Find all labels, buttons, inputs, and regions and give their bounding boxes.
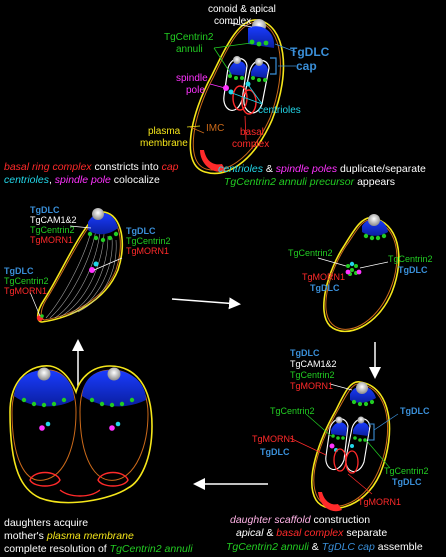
caption-left: basal ring complex constricts into cap c… [4, 161, 179, 186]
label-br-cam: TgCAM1&2 [290, 359, 337, 369]
svg-text:TgCentrin2 annuli precursor ap: TgCentrin2 annuli precursor appears [224, 176, 395, 188]
svg-text:centrioles & spindle poles dup: centrioles & spindle poles duplicate/sep… [218, 163, 426, 175]
label-cap: cap [296, 59, 317, 73]
svg-text:daughters acquire: daughters acquire [4, 517, 88, 529]
label-br-dlc-l: TgDLC [260, 447, 290, 457]
arrow-right [171, 297, 241, 310]
label-right-dlc: TgDLC [310, 283, 340, 293]
label-left-cam: TgCAM1&2 [30, 215, 77, 225]
caption-bottom-left: daughters acquire mother's plasma membra… [4, 517, 193, 555]
label-left-b-morn: TgMORN1 [4, 286, 47, 296]
label-left-r-cen: TgCentrin2 [126, 236, 171, 246]
svg-text:centrioles, spindle pole coloc: centrioles, spindle pole colocalize [4, 174, 160, 186]
label-left-cen: TgCentrin2 [30, 225, 75, 235]
top-cell [186, 19, 297, 175]
label-left-r-morn: TgMORN1 [126, 246, 169, 256]
label-spindle-1: spindle [176, 73, 208, 84]
svg-text:TgCentrin2 annuli & TgDLC cap: TgCentrin2 annuli & TgDLC cap assemble [226, 541, 423, 553]
label-br-morn-l: TgMORN1 [252, 434, 295, 444]
svg-text:basal ring complex constricts: basal ring complex constricts into cap [4, 161, 179, 173]
label-left-r-dlc: TgDLC [126, 226, 156, 236]
right-cell [317, 214, 400, 333]
label-spindle-2: pole [186, 85, 205, 96]
bottom-left-cell [9, 365, 153, 504]
bottom-right-cell [289, 381, 399, 512]
label-plasma-1: plasma [148, 126, 181, 137]
label-br-dlc-r2: TgDLC [392, 477, 422, 487]
label-basal-2: complex [232, 139, 269, 150]
label-right-cen-r: TgCentrin2 [388, 254, 433, 264]
label-br-morn: TgMORN1 [290, 381, 333, 391]
label-tgdlc: TgDLC [290, 45, 330, 59]
caption-bottom-right: daughter scaffold construction apical & … [226, 514, 423, 553]
label-left-b-cen: TgCentrin2 [4, 276, 49, 286]
label-left-morn: TgMORN1 [30, 235, 73, 245]
svg-text:mother's plasma membrane: mother's plasma membrane [4, 530, 134, 542]
left-cell-labels: TgDLC TgCAM1&2 TgCentrin2 TgMORN1 TgDLC … [4, 205, 171, 296]
right-cell-labels: TgCentrin2 TgCentrin2 TgDLC TgMORN1 TgDL… [288, 248, 433, 293]
label-br-morn-b: TgMORN1 [358, 497, 401, 507]
label-br-cen-l: TgCentrin2 [270, 406, 315, 416]
label-basal-1: basal [240, 127, 264, 138]
label-right-morn: TgMORN1 [302, 272, 345, 282]
label-plasma-2: membrane [140, 138, 188, 149]
left-cell [29, 208, 124, 323]
label-br-cen: TgCentrin2 [290, 370, 335, 380]
label-annuli-2: annuli [176, 44, 203, 55]
label-annuli-1: TgCentrin2 [164, 32, 214, 43]
bottom-right-labels: TgDLC TgCAM1&2 TgCentrin2 TgMORN1 TgCent… [252, 348, 430, 507]
label-right-cen-l: TgCentrin2 [288, 248, 333, 258]
svg-text:apical & basal complex separat: apical & basal complex separate [236, 527, 387, 539]
label-br-dlc: TgDLC [290, 348, 320, 358]
label-left-dlc: TgDLC [30, 205, 60, 215]
label-centrioles: centrioles [258, 105, 301, 116]
label-left-b-dlc: TgDLC [4, 266, 34, 276]
svg-text:daughter scaffold construction: daughter scaffold construction [230, 514, 370, 526]
svg-text:complete resolution of TgCentr: complete resolution of TgCentrin2 annuli [4, 543, 193, 555]
label-conoid-2: complex [214, 16, 251, 27]
label-br-cen-r: TgCentrin2 [384, 466, 429, 476]
label-br-dlc-r: TgDLC [400, 406, 430, 416]
caption-right: centrioles & spindle poles duplicate/sep… [218, 163, 426, 188]
label-imc: IMC [206, 123, 224, 134]
label-conoid: conoid & apical [208, 4, 276, 15]
top-labels: conoid & apical complex TgCentrin2 annul… [140, 4, 330, 150]
label-right-dlc-r: TgDLC [398, 265, 428, 275]
